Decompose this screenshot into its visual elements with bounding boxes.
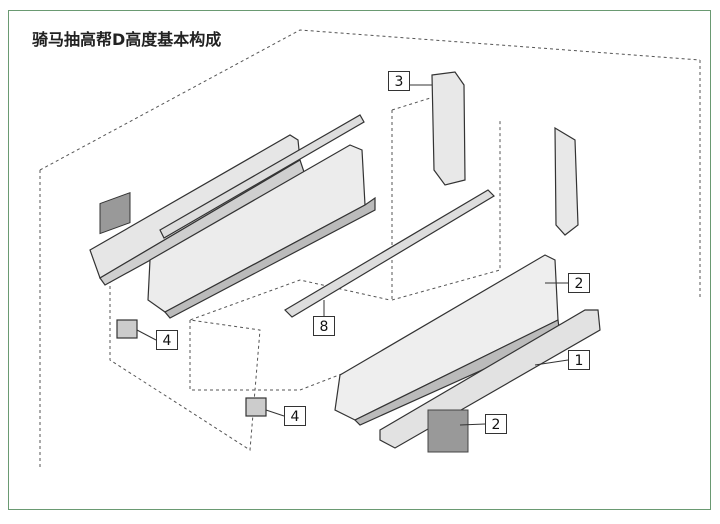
callout-2-side-panel: 2 — [568, 273, 590, 293]
left-runner — [89, 134, 306, 286]
callout-4-upper: 4 — [156, 330, 178, 350]
callout-3: 3 — [388, 71, 410, 91]
right-cover-cap — [427, 409, 469, 453]
diagram-frame — [8, 10, 711, 510]
left-gallery-rail — [159, 114, 365, 239]
front-fixing-brackets — [116, 319, 267, 417]
right-side-panel — [334, 254, 561, 426]
callout-8: 8 — [313, 316, 335, 336]
rear-bracket-left — [431, 71, 466, 186]
left-side-panel — [147, 144, 376, 319]
leader-lines — [136, 84, 569, 426]
diagram-title: 骑马抽高帮D高度基本构成 — [32, 30, 222, 49]
callout-4-lower: 4 — [284, 406, 306, 426]
callout-1: 1 — [568, 350, 590, 370]
left-cover-cap — [99, 192, 131, 235]
callout-2-cover-cap: 2 — [485, 414, 507, 434]
cabinet-dashed-outline — [39, 29, 701, 470]
rear-bracket-right — [554, 126, 579, 236]
gallery-rail — [284, 189, 495, 318]
